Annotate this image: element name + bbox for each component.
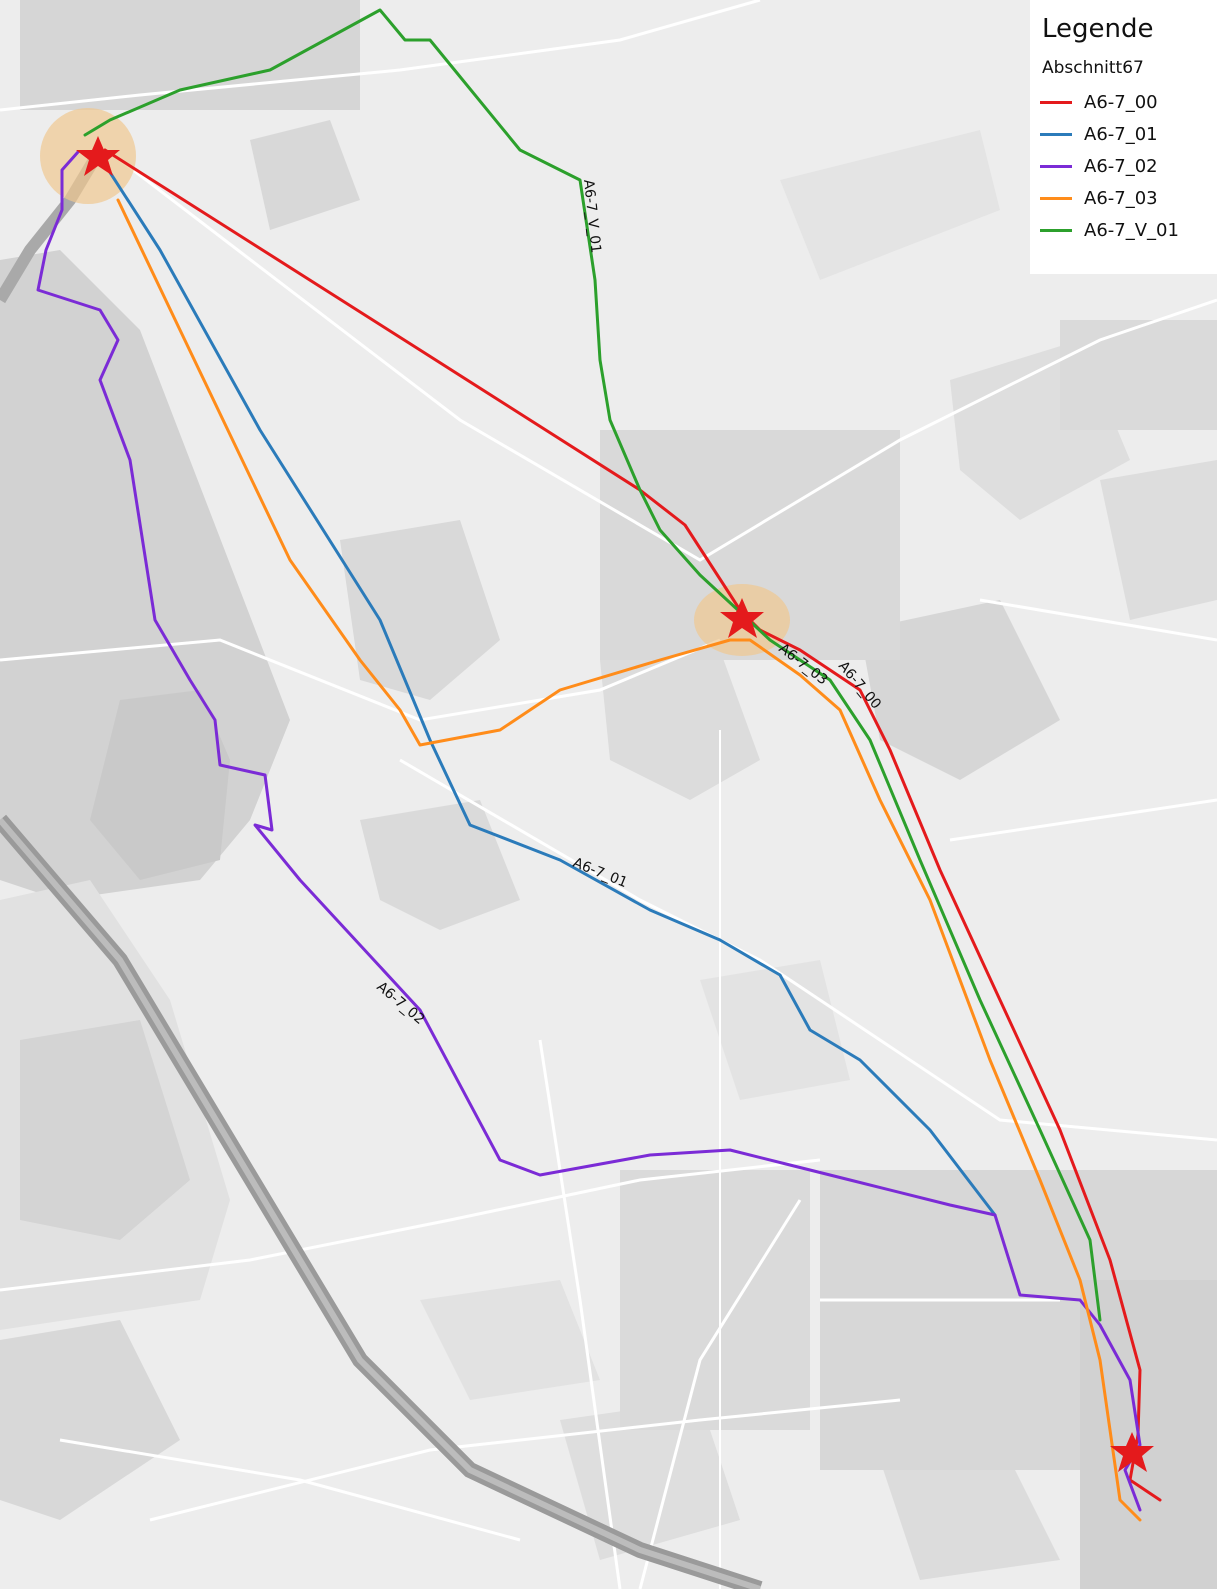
legend-item-label: A6-7_02: [1084, 155, 1158, 177]
route-a6-7-02[interactable]: [36, 150, 1142, 1512]
legend-swatch: [1040, 228, 1072, 232]
route-a6-7-00[interactable]: [103, 148, 1162, 1502]
star-icon[interactable]: [76, 136, 120, 176]
markers: [76, 136, 1154, 1472]
legend-item-label: A6-7_03: [1084, 187, 1158, 209]
legend-item-label: A6-7_V_01: [1084, 219, 1179, 241]
settlements: [20, 0, 1217, 1589]
legend-group: Abschnitt67: [1042, 58, 1144, 78]
legend-swatch: [1040, 196, 1072, 200]
legend-item-label: A6-7_01: [1084, 123, 1158, 145]
routes: [36, 8, 1162, 1522]
route-a6-7-03[interactable]: [116, 198, 1142, 1522]
legend-item: A6-7_V_01: [1040, 214, 1217, 246]
legend-item: A6-7_00: [1040, 86, 1217, 118]
motorway-inner: [0, 818, 761, 1589]
legend-item-label: A6-7_00: [1084, 91, 1158, 113]
route-a6-7-01[interactable]: [100, 158, 997, 1217]
route-label-v01: A6-7_V_01: [580, 179, 604, 254]
legend-swatch: [1040, 164, 1072, 168]
route-a6-7-v-01[interactable]: [83, 8, 1102, 1322]
star-icon[interactable]: [720, 598, 764, 638]
legend-swatch: [1040, 132, 1072, 136]
legend-item: A6-7_02: [1040, 150, 1217, 182]
legend-item: A6-7_03: [1040, 182, 1217, 214]
legend: Legende Abschnitt67 A6-7_00 A6-7_01 A6-7…: [1030, 0, 1217, 274]
legend-swatch: [1040, 100, 1072, 104]
star-icon[interactable]: [1110, 1432, 1154, 1472]
legend-title: Legende: [1042, 14, 1154, 44]
legend-item: A6-7_01: [1040, 118, 1217, 150]
